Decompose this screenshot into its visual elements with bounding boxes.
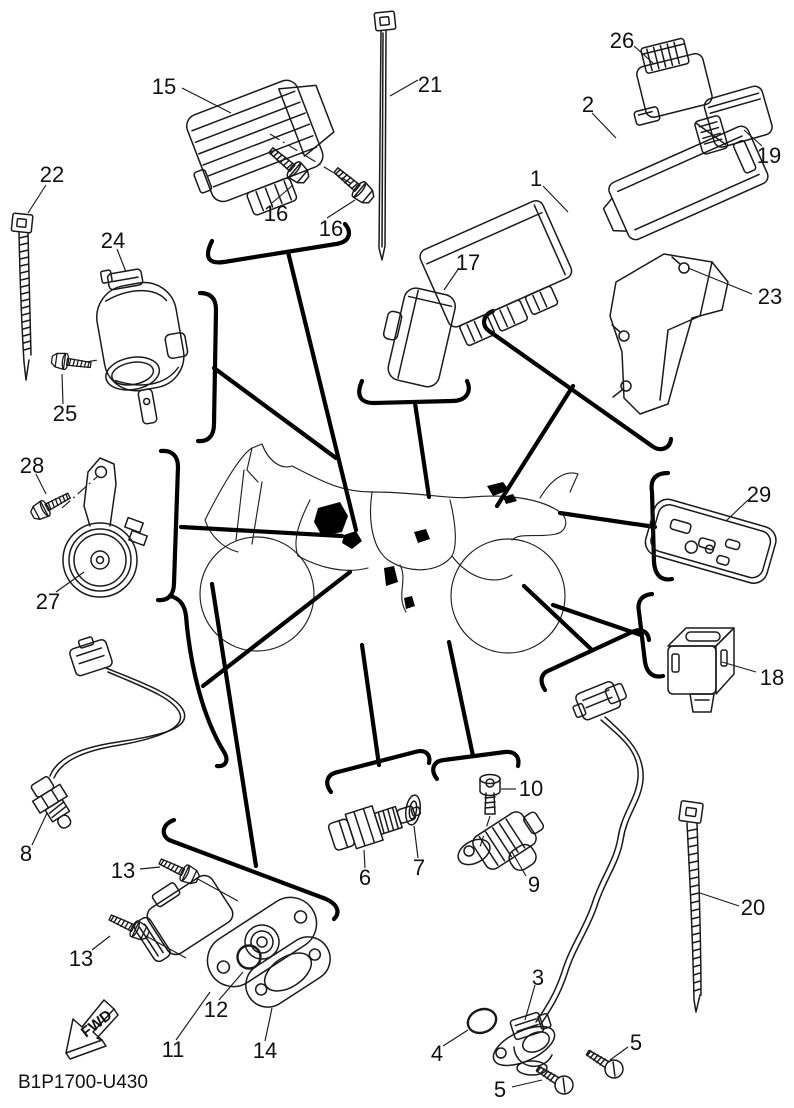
part-11-solenoid <box>133 874 318 988</box>
group-brackets <box>155 221 675 922</box>
part-29-plate <box>644 498 777 584</box>
callout-22: 22 <box>40 162 64 187</box>
part-14-gasket <box>245 936 331 1008</box>
part-15-meter-assembly <box>185 79 335 216</box>
callouts: 15 16 16 21 22 26 2 19 1 23 17 24 25 28 … <box>20 28 784 1102</box>
callout-28: 28 <box>20 453 44 478</box>
callout-12: 12 <box>204 997 228 1022</box>
part-17-rubber-cover <box>382 287 456 388</box>
part-24-valve-assembly <box>96 268 189 425</box>
part-10-screw <box>479 773 501 815</box>
callout-26: 26 <box>610 28 634 53</box>
part-22-cable-tie <box>10 212 34 381</box>
part-5-screw-a <box>582 1044 628 1083</box>
part-27-horn <box>62 457 148 598</box>
fwd-arrow-icon: FWD <box>65 999 119 1060</box>
part-8-oxygen-sensor <box>30 636 186 829</box>
part-3-speed-sensor <box>492 1011 556 1076</box>
callout-20: 20 <box>741 895 765 920</box>
callout-8: 8 <box>20 841 32 866</box>
group-rays <box>178 249 658 869</box>
callout-15: 15 <box>152 74 176 99</box>
part-7-washer <box>405 794 421 826</box>
callout-leaders <box>27 45 763 1088</box>
callout-24: 24 <box>101 228 125 253</box>
callout-11: 11 <box>162 1037 185 1062</box>
alignment-line-10 <box>479 815 491 848</box>
part-19-connector <box>694 85 773 155</box>
part-20-cable-tie <box>678 800 704 1013</box>
callout-19: 19 <box>757 143 781 168</box>
callout-18: 18 <box>760 665 784 690</box>
part-6-temp-sensor <box>327 805 422 851</box>
callout-3: 3 <box>532 965 544 990</box>
part-18-relay <box>667 627 735 713</box>
part-13-bolt-a <box>155 853 203 888</box>
callout-13a: 13 <box>111 858 135 883</box>
callout-6: 6 <box>359 865 371 890</box>
part-21-cable-tie <box>373 10 397 261</box>
part-26-relay <box>633 37 713 126</box>
part-25-screw <box>50 350 93 374</box>
callout-27: 27 <box>36 589 60 614</box>
callout-2: 2 <box>582 92 594 117</box>
callout-4: 4 <box>431 1041 443 1066</box>
callout-5b: 5 <box>494 1077 506 1102</box>
callout-16b: 16 <box>319 216 343 241</box>
callout-10: 10 <box>519 776 543 801</box>
motorcycle-outline <box>199 443 579 654</box>
part-9-crank-sensor <box>457 811 545 872</box>
callout-16a: 16 <box>264 201 288 226</box>
callout-13b: 13 <box>69 946 93 971</box>
callout-5a: 5 <box>630 1030 642 1055</box>
drawing-code: B1P1700-U430 <box>18 1072 148 1093</box>
part-4-o-ring <box>466 1007 498 1035</box>
part-2-ecu-cover <box>602 125 769 241</box>
part-3-sensor-cable <box>535 716 644 1025</box>
part-13-bolt-b <box>105 909 153 944</box>
part-5-screw-b <box>532 1060 578 1099</box>
part-23-bracket <box>609 253 729 415</box>
part-28-bolt <box>27 487 74 524</box>
callout-21: 21 <box>418 72 442 97</box>
part-1-ecu-unit <box>419 200 573 347</box>
part-3-cable-connector <box>572 681 627 721</box>
callout-17: 17 <box>456 250 480 275</box>
callout-14: 14 <box>253 1038 277 1063</box>
callout-1: 1 <box>530 166 542 191</box>
leader-13a-to-flange <box>195 877 239 902</box>
alignment-line-28 <box>61 475 99 509</box>
part-12-o-ring <box>236 944 262 970</box>
callout-25: 25 <box>53 401 77 426</box>
callout-23: 23 <box>758 284 782 309</box>
alignment-line-16 <box>269 133 353 185</box>
alignment-line-25 <box>85 359 99 363</box>
callout-7: 7 <box>413 855 425 880</box>
callout-9: 9 <box>528 872 540 897</box>
callout-29: 29 <box>747 482 771 507</box>
